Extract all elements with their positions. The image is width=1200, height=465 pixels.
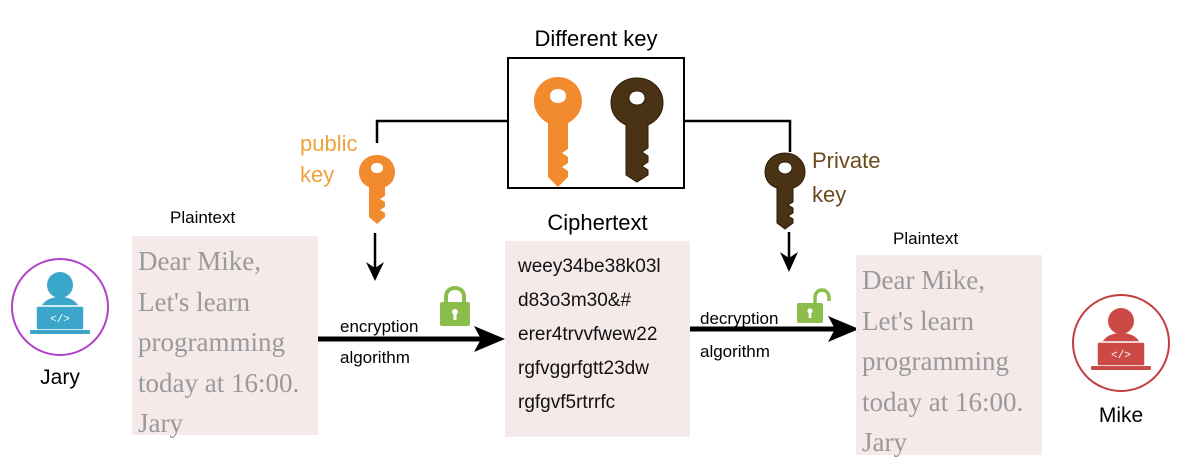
sender-avatar: </> bbox=[11, 258, 109, 356]
dark-key-icon bbox=[610, 77, 664, 183]
receiver-avatar: </> bbox=[1072, 294, 1170, 392]
orange-key-icon bbox=[534, 77, 582, 187]
encryption-label: encryption algorithm bbox=[340, 311, 418, 373]
plaintext-left-line: Jary bbox=[138, 408, 183, 438]
plaintext-left-heading: Plaintext bbox=[170, 208, 236, 227]
plaintext-right-line: Jary bbox=[862, 427, 907, 457]
public-key-label-line2: key bbox=[300, 162, 335, 187]
plaintext-left-line: programming bbox=[138, 327, 285, 357]
ciphertext-line: rgfvggrfgtt23dw bbox=[518, 358, 649, 379]
open-lock-icon bbox=[797, 288, 831, 323]
plaintext-right-line: today at 16:00. bbox=[862, 386, 1024, 417]
public-key-icon bbox=[359, 155, 395, 224]
public-key-label-line1: public bbox=[300, 131, 358, 156]
different-key-box bbox=[507, 57, 685, 189]
private-key-label: Private key bbox=[812, 144, 880, 212]
decryption-label-line2: algorithm bbox=[700, 342, 770, 361]
ciphertext-box: weey34be38k03l d83o3m30&# erer4trvvfwew2… bbox=[505, 241, 690, 437]
receiver-name: Mike bbox=[1098, 404, 1144, 427]
plaintext-right-box: Dear Mike, Let's learn programming today… bbox=[856, 255, 1042, 457]
plaintext-right-line: Let's learn bbox=[862, 305, 975, 336]
plaintext-right-line: programming bbox=[862, 346, 1009, 376]
ciphertext-line: d83o3m30&# bbox=[518, 290, 632, 311]
plaintext-left-line: Dear Mike, bbox=[138, 246, 261, 276]
ciphertext-line: rgfgvf5rtrrfc bbox=[518, 392, 616, 413]
private-key-label-line2: key bbox=[812, 182, 847, 207]
different-key-title: Different key bbox=[534, 26, 658, 51]
ciphertext-line: erer4trvvfwew22 bbox=[518, 324, 658, 345]
decryption-label: decryption algorithm bbox=[700, 302, 778, 368]
svg-text:</>: </> bbox=[1111, 350, 1131, 362]
plaintext-right-heading: Plaintext bbox=[893, 229, 959, 248]
encryption-label-line2: algorithm bbox=[340, 348, 410, 367]
public-key-label: public key bbox=[300, 128, 357, 190]
plaintext-right-line: Dear Mike, bbox=[862, 265, 985, 295]
encryption-label-line1: encryption bbox=[340, 317, 419, 336]
sender-name: Jary bbox=[40, 366, 80, 389]
ciphertext-line: weey34be38k03l bbox=[518, 256, 661, 277]
closed-lock-icon bbox=[440, 285, 470, 326]
private-key-icon bbox=[764, 152, 806, 230]
plaintext-left-line: today at 16:00. bbox=[138, 367, 300, 398]
plaintext-left-line: Let's learn bbox=[138, 286, 251, 317]
private-key-connector bbox=[684, 119, 792, 152]
plaintext-left-box: Dear Mike, Let's learn programming today… bbox=[132, 236, 318, 438]
decryption-label-line1: decryption bbox=[700, 309, 779, 328]
ciphertext-heading: Ciphertext bbox=[547, 210, 648, 235]
private-key-label-line1: Private bbox=[812, 148, 881, 173]
public-key-connector bbox=[375, 119, 508, 143]
svg-text:</>: </> bbox=[50, 314, 70, 326]
